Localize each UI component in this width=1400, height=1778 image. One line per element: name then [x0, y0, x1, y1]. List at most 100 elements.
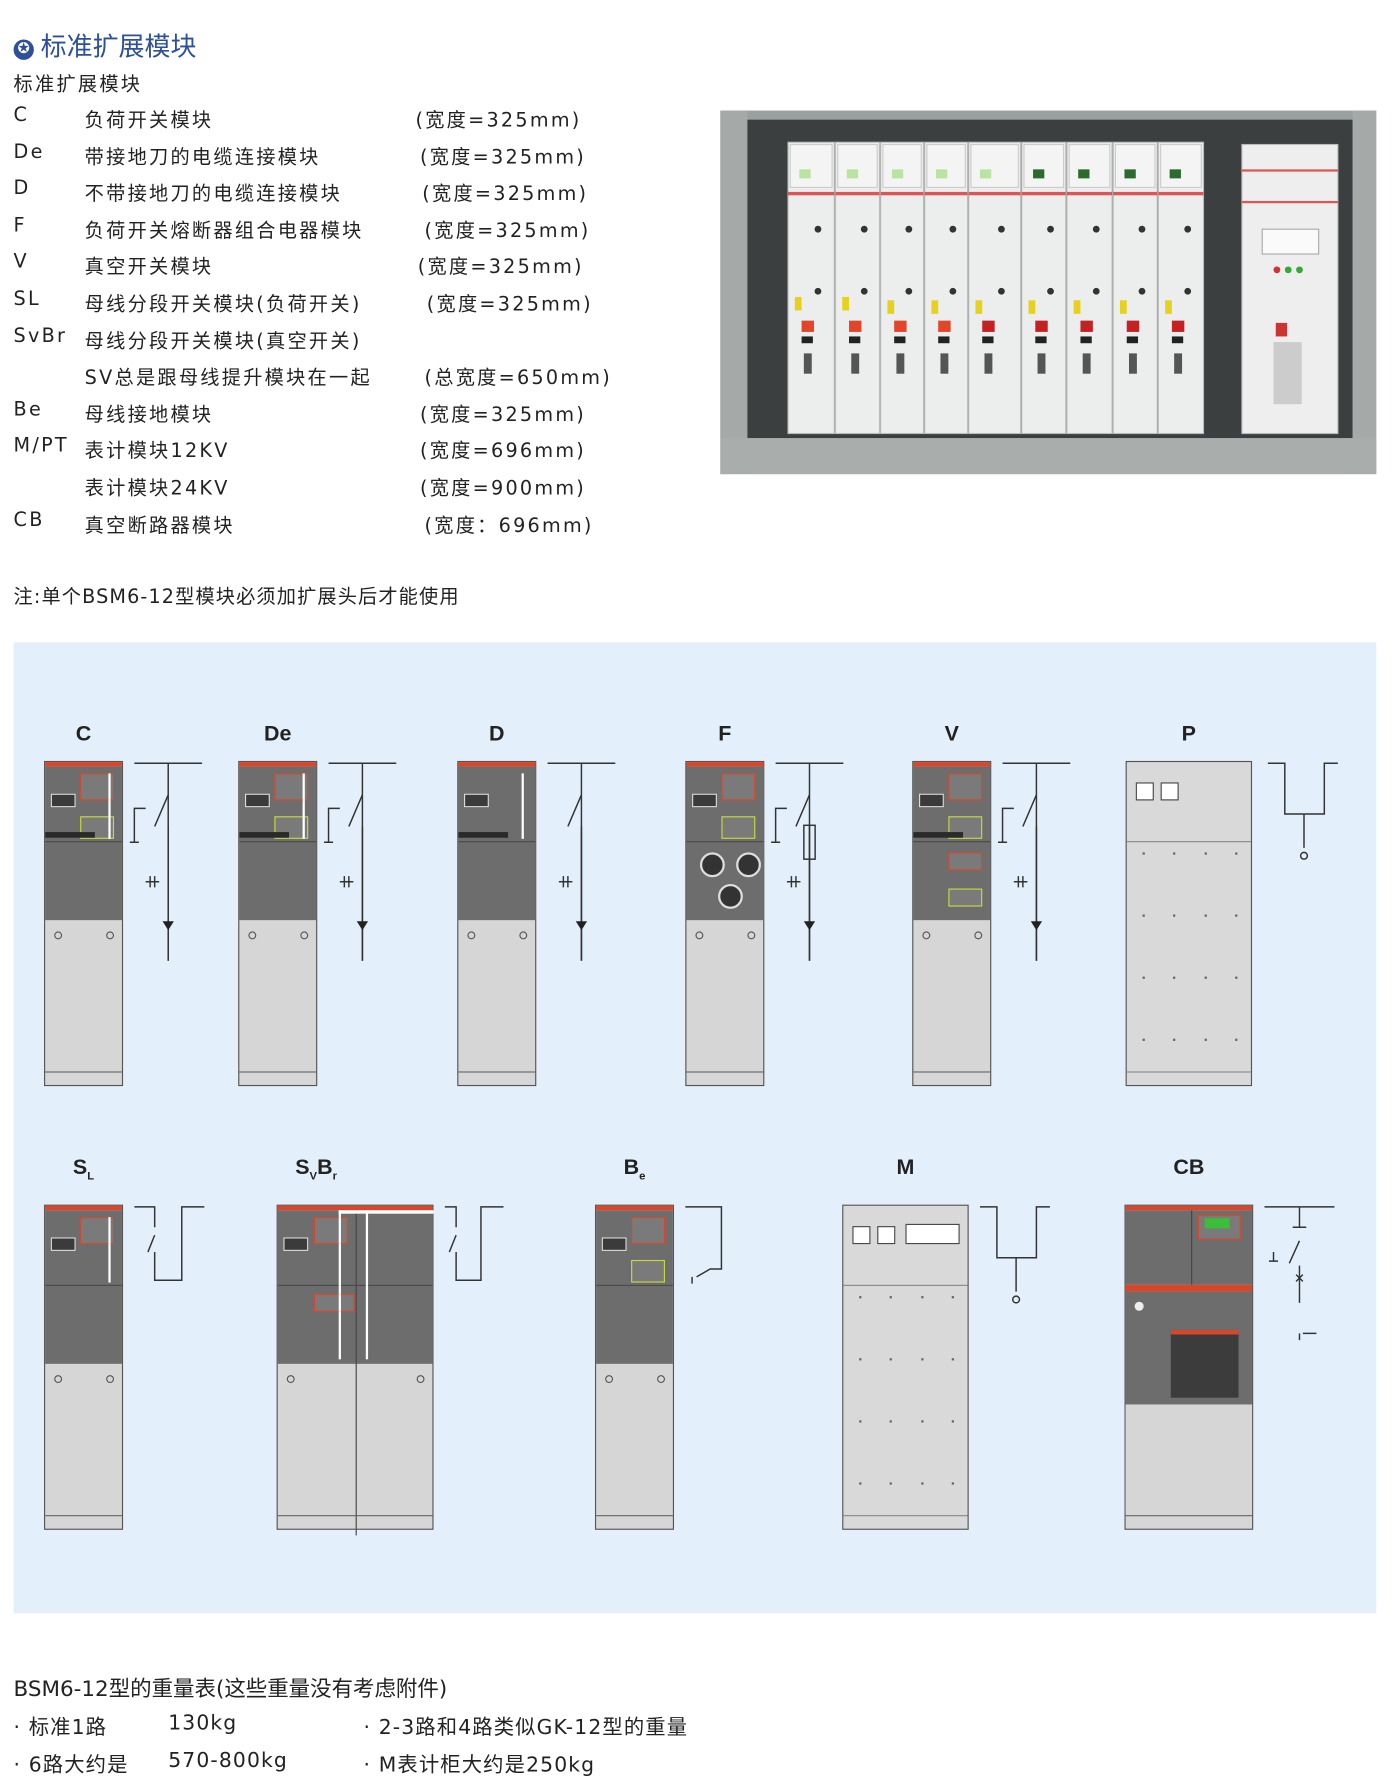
module-width: (宽度=325mm): [424, 219, 591, 243]
weight-label: · 2-3路和4路类似GK-12型的重量: [363, 1716, 689, 1740]
rivet: [890, 1296, 893, 1299]
module-code: M/PT: [13, 435, 69, 458]
module-width: (宽度=325mm): [419, 146, 587, 169]
base-line: [45, 1071, 122, 1073]
module-width: (宽度=325mm): [422, 183, 589, 206]
meter-box: [1135, 782, 1154, 801]
subtitle: 标准扩展模块: [13, 73, 143, 96]
weight-item: · M表计柜大约是250kg: [364, 1749, 596, 1778]
module-code: F: [13, 214, 27, 237]
module-width: (宽度=325mm): [417, 256, 584, 280]
rivet: [920, 1296, 924, 1299]
bolt: [300, 931, 309, 940]
rivet: [1235, 976, 1238, 979]
base-line: [458, 1071, 536, 1073]
switch-handle: [721, 773, 756, 801]
busbar: [521, 773, 524, 839]
module-width: (宽度=325mm): [415, 109, 582, 133]
bolt: [54, 1375, 63, 1384]
bolt: [519, 931, 528, 940]
rivet: [1173, 852, 1176, 855]
single-line-diagram-m: [979, 1206, 1050, 1304]
module-width: (宽度=900mm): [419, 477, 587, 501]
indicator: [692, 793, 717, 808]
terminal-strip: [913, 832, 964, 838]
busbar: [302, 773, 305, 839]
label-text: D: [489, 722, 505, 747]
bolt: [657, 1375, 665, 1384]
cabinet-v: [912, 760, 992, 1087]
breaker-handle: [948, 852, 983, 871]
divider: [596, 1284, 673, 1286]
label-subscript: e: [639, 1170, 646, 1183]
rivet: [1142, 914, 1145, 917]
busbar: [365, 1210, 369, 1360]
cabinet-d: [457, 760, 537, 1087]
weight-value: 130kg: [168, 1711, 238, 1736]
module-label: D: [489, 723, 505, 748]
label-text: M: [896, 1156, 915, 1180]
top-strip: [1125, 1205, 1253, 1211]
base-line: [596, 1515, 673, 1517]
rivet: [1235, 852, 1238, 855]
rivet: [1204, 852, 1207, 855]
rivet: [890, 1420, 893, 1423]
rivet: [859, 1420, 862, 1423]
gauge: [1134, 1301, 1144, 1311]
busbar: [108, 773, 111, 839]
breaker-strip: [1170, 1329, 1239, 1335]
rivet: [951, 1482, 955, 1485]
module-label: Be: [624, 1156, 646, 1183]
top-strip: [45, 762, 122, 767]
busbar: [338, 1210, 341, 1360]
bolt: [974, 931, 983, 940]
module-label: F: [718, 723, 731, 748]
rivet: [1204, 914, 1207, 917]
divider: [1126, 841, 1251, 843]
cabinet-cb: [1124, 1204, 1254, 1530]
single-line-diagram-de: [324, 762, 397, 961]
base-line: [1125, 1515, 1253, 1517]
busbar: [108, 1217, 111, 1283]
single-line-diagram-f: [771, 762, 844, 961]
module-width: (宽度=325mm): [419, 403, 587, 427]
module-width: (宽度=325mm): [426, 293, 593, 317]
divider: [45, 1284, 122, 1286]
cabinet-de: [238, 760, 318, 1087]
top-strip: [913, 762, 991, 767]
breaker-handle: [313, 1293, 355, 1312]
fuse: [718, 884, 743, 909]
switchgear-photo: [720, 110, 1377, 475]
rivet: [951, 1296, 955, 1299]
bolt: [695, 931, 704, 940]
module-code: C: [13, 103, 30, 127]
rivet: [859, 1358, 862, 1361]
indicator: [464, 793, 489, 808]
single-line-diagram-svbr: [444, 1206, 504, 1282]
module-label: C: [76, 723, 92, 748]
terminal-strip: [45, 832, 95, 838]
module-width: (宽度=696mm): [419, 440, 587, 464]
bolt: [248, 931, 257, 940]
rivet: [951, 1420, 955, 1423]
terminal-strip: [239, 832, 290, 838]
label-text: F: [718, 722, 732, 747]
display-box: [905, 1223, 960, 1245]
divider: [913, 841, 991, 843]
module-desc: 母线接地模块: [84, 403, 214, 427]
label-text: De: [264, 722, 292, 747]
rivet: [1173, 1038, 1176, 1041]
switch-handle: [948, 773, 983, 801]
module-label: P: [1182, 723, 1196, 748]
label-text: B: [317, 1156, 333, 1180]
section-title-text: 标准扩展模块: [40, 32, 197, 63]
bolt: [467, 931, 476, 940]
upper-door: [277, 1210, 433, 1364]
module-code: CB: [13, 508, 45, 532]
indicator: [50, 1237, 76, 1251]
module-desc: 真空开关模块: [84, 256, 214, 280]
label-text: V: [944, 722, 959, 747]
label-text: C: [75, 722, 92, 747]
